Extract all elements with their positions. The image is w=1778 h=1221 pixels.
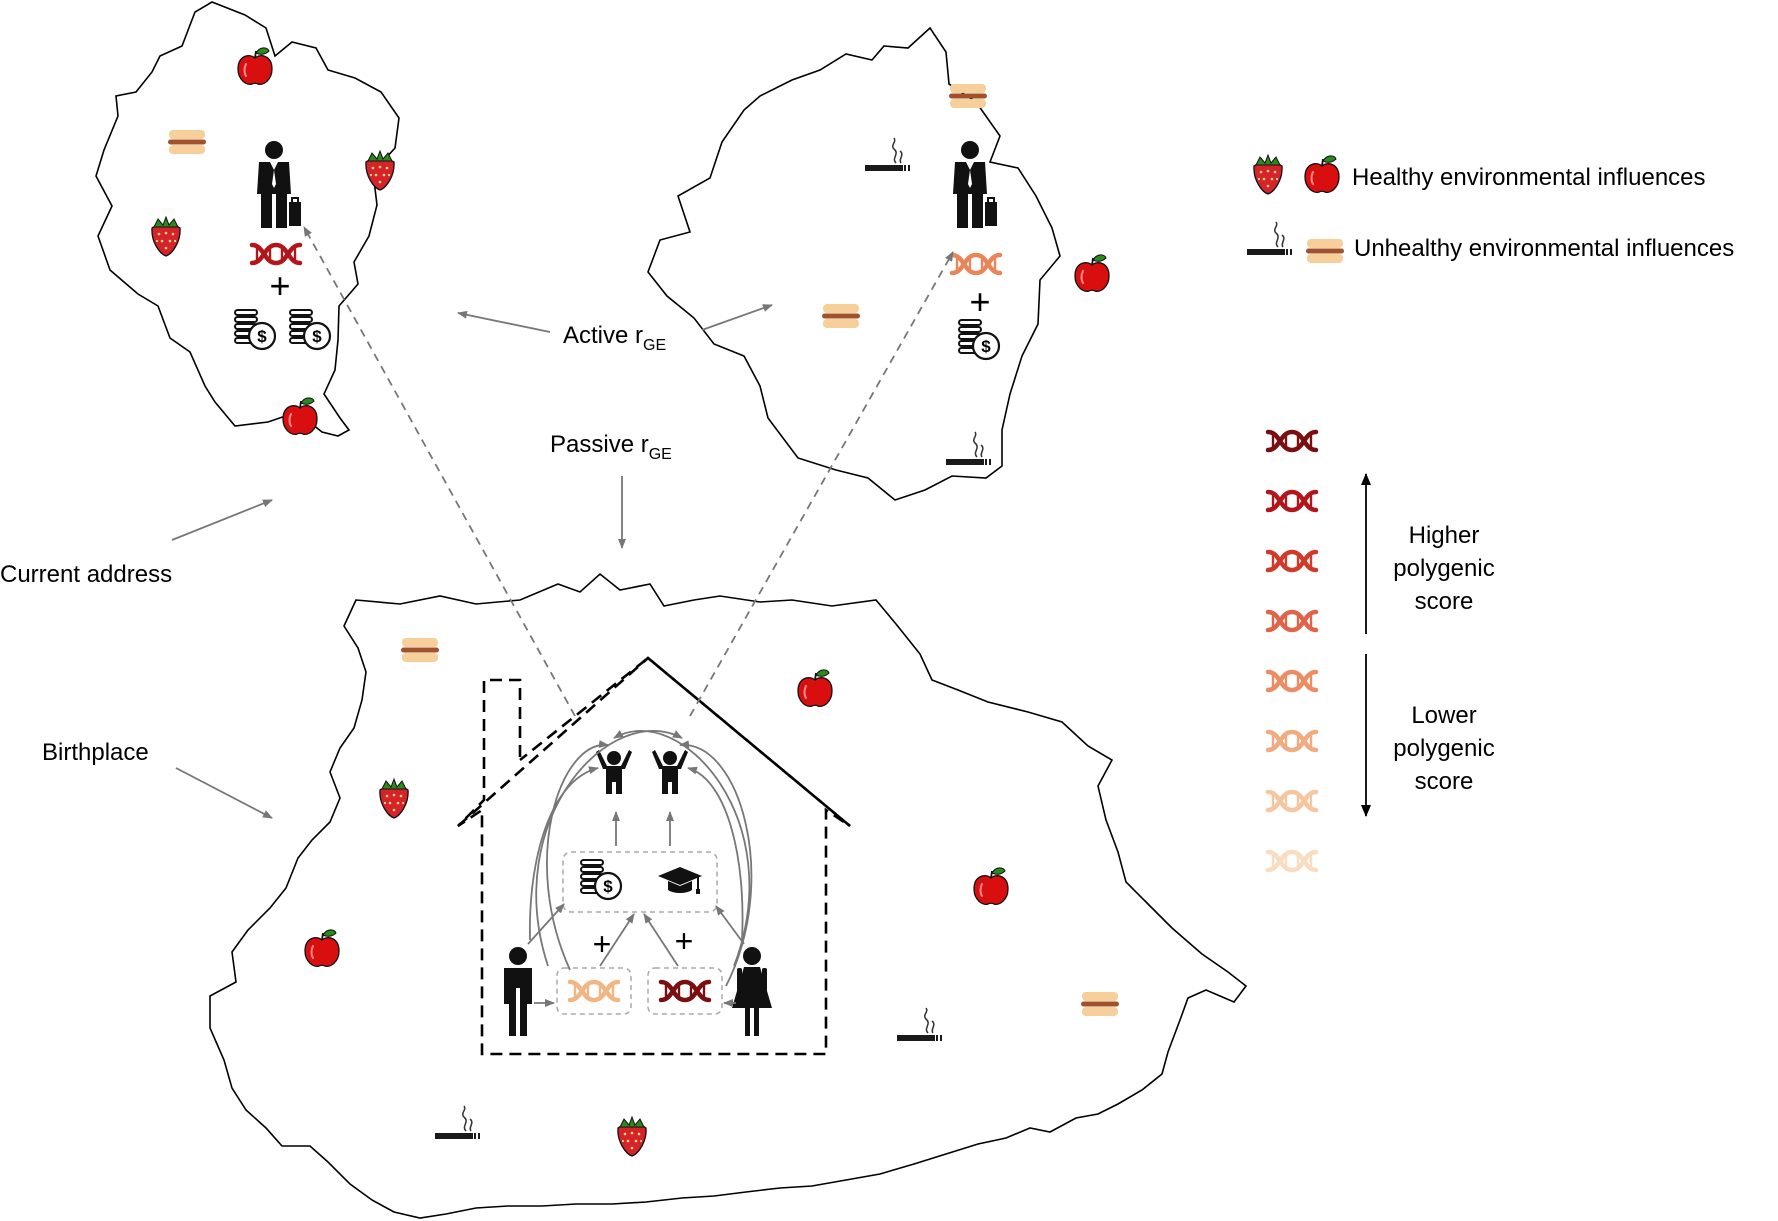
birthplace-arrow <box>175 767 273 819</box>
graduation-cap-icon <box>657 866 703 895</box>
child-icon <box>596 750 632 794</box>
active-rge-text: Active rGE <box>563 322 666 354</box>
dna-scale-icon <box>1268 792 1316 810</box>
burger-icon <box>1306 239 1344 263</box>
current-address-label: Current address <box>0 561 172 588</box>
cigarette-icon <box>864 137 911 172</box>
legend-unhealthy-label: Unhealthy environmental influences <box>1354 235 1734 262</box>
apple-icon <box>1304 154 1340 194</box>
mother-gene-to-child-arrow <box>613 730 751 967</box>
burger-icon <box>949 84 987 108</box>
dna-scale-icon <box>1268 732 1316 750</box>
child-icon <box>652 750 688 794</box>
house-roof <box>457 656 851 827</box>
current-address-region-right <box>647 26 1061 501</box>
dna-scale-icon <box>1268 852 1316 870</box>
dna-scale-icon <box>1268 612 1316 630</box>
dna-scale-icon <box>1268 492 1316 510</box>
plus-sign: + <box>969 281 990 322</box>
genotype-to-resources-arrow <box>599 913 635 967</box>
apple-icon <box>1074 253 1110 293</box>
active-rge-main: Active r <box>563 322 643 349</box>
strawberry-icon <box>617 1116 647 1157</box>
father-to-resources-arrow <box>527 903 565 945</box>
active-rge-subscript: GE <box>643 337 666 354</box>
current-address-arrow <box>171 499 273 541</box>
coins-icon <box>288 308 332 351</box>
child-to-left-address-arrow <box>303 226 576 717</box>
legend-healthy-label: Healthy environmental influences <box>1352 164 1706 191</box>
burger-icon <box>822 304 860 328</box>
birthplace-region <box>209 572 1248 1219</box>
apple-icon <box>304 928 340 968</box>
dna-icon <box>252 245 300 263</box>
current-address-region-left <box>95 1 400 437</box>
dna-scale-icon <box>1268 432 1316 450</box>
strawberry-icon <box>151 216 181 257</box>
dna-icon <box>952 255 1000 273</box>
higher-label-line1: Higher <box>1409 522 1480 549</box>
man-icon <box>504 947 532 1036</box>
strawberry-icon <box>1253 154 1283 195</box>
passive-rge-label: Passive rGE <box>550 431 672 463</box>
dna-scale-icon <box>1268 672 1316 690</box>
active-rge-left-arrow <box>457 310 551 333</box>
dna-icon <box>661 982 709 1000</box>
strawberry-icon <box>379 778 409 819</box>
passive-rge-subscript: GE <box>649 446 672 463</box>
house-icon <box>457 656 851 1056</box>
cigarette-icon <box>945 431 992 466</box>
passive-rge-text: Passive rGE <box>550 431 672 463</box>
child-to-right-address-arrow <box>689 251 954 717</box>
dna-scale-icon <box>1268 552 1316 570</box>
burger-icon <box>1081 992 1119 1016</box>
higher-label-line2: polygenic <box>1393 555 1494 582</box>
businessman-icon <box>952 140 998 229</box>
burger-icon <box>168 130 206 154</box>
dna-icon <box>570 982 618 1000</box>
higher-label-line3: score <box>1415 588 1474 615</box>
burger-icon <box>401 638 439 662</box>
lower-label-line3: score <box>1415 768 1474 795</box>
cigarette-icon <box>896 1007 943 1042</box>
apple-icon <box>282 396 318 436</box>
mother-to-resources-arrow <box>715 905 745 945</box>
lower-label-line1: Lower <box>1411 702 1476 729</box>
cigarette-icon <box>1246 221 1293 256</box>
passive-rge-main: Passive r <box>550 431 649 458</box>
active-rge-right-arrow <box>701 304 773 331</box>
coins-icon <box>233 308 277 351</box>
mother-genotype-box <box>647 967 723 1015</box>
lower-label-line2: polygenic <box>1393 735 1494 762</box>
genotype-to-resources-arrow <box>643 913 679 967</box>
plus-sign: + <box>593 926 612 962</box>
cigarette-icon <box>434 1105 481 1140</box>
strawberry-icon <box>365 150 395 191</box>
mother-to-child-arrow <box>687 766 744 941</box>
polygenic-score-scale <box>1268 432 1316 870</box>
father-to-child-arrow <box>529 766 599 941</box>
apple-icon <box>797 668 833 708</box>
businessman-icon <box>256 140 302 229</box>
apple-icon <box>973 866 1009 906</box>
birthplace-label: Birthplace <box>42 739 149 766</box>
plus-sign: + <box>675 923 694 959</box>
active-rge-label: Active rGE <box>563 322 666 354</box>
father-genotype-box <box>556 967 632 1015</box>
plus-sign: + <box>269 265 290 306</box>
apple-icon <box>237 46 273 86</box>
legend: Healthy environmental influences Unhealt… <box>1246 154 1734 870</box>
coins-icon <box>957 318 1001 361</box>
coins-icon <box>579 858 623 901</box>
resources-box <box>562 851 718 913</box>
